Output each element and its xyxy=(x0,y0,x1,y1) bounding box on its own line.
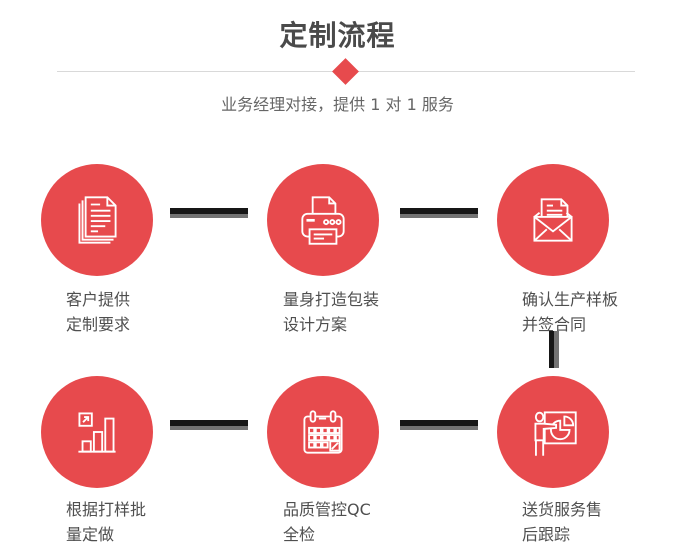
connector-bar-5-6 xyxy=(400,420,478,430)
step-label-4: 根据打样批 量定做 xyxy=(66,500,147,544)
step-circle-1 xyxy=(41,164,153,276)
connector-bar-2-3 xyxy=(400,208,478,218)
page-title: 定制流程 xyxy=(279,19,396,52)
page-subtitle: 业务经理对接，提供 1 对 1 服务 xyxy=(221,95,454,114)
presentation-icon xyxy=(522,401,584,463)
step-label-1: 客户提供 定制要求 xyxy=(66,290,131,334)
step-circle-2 xyxy=(267,164,379,276)
connector-bar-4-5 xyxy=(170,420,248,430)
step-label-5: 品质管控QC 全检 xyxy=(283,500,371,544)
connector-bar-3-6 xyxy=(549,331,559,368)
printer-icon xyxy=(292,189,354,251)
calendar-icon xyxy=(292,401,354,463)
connector-bar-1-2 xyxy=(170,208,248,218)
step-label-6: 送货服务售 后跟踪 xyxy=(522,500,603,544)
envelope-icon xyxy=(522,189,584,251)
step-label-2: 量身打造包装 设计方案 xyxy=(283,290,380,334)
step-circle-3 xyxy=(497,164,609,276)
documents-icon xyxy=(66,189,128,251)
step-label-3: 确认生产样板 并签合同 xyxy=(522,290,619,334)
step-circle-6 xyxy=(497,376,609,488)
diamond-icon xyxy=(332,58,359,85)
bar-chart-icon xyxy=(66,401,128,463)
step-circle-4 xyxy=(41,376,153,488)
step-circle-5 xyxy=(267,376,379,488)
